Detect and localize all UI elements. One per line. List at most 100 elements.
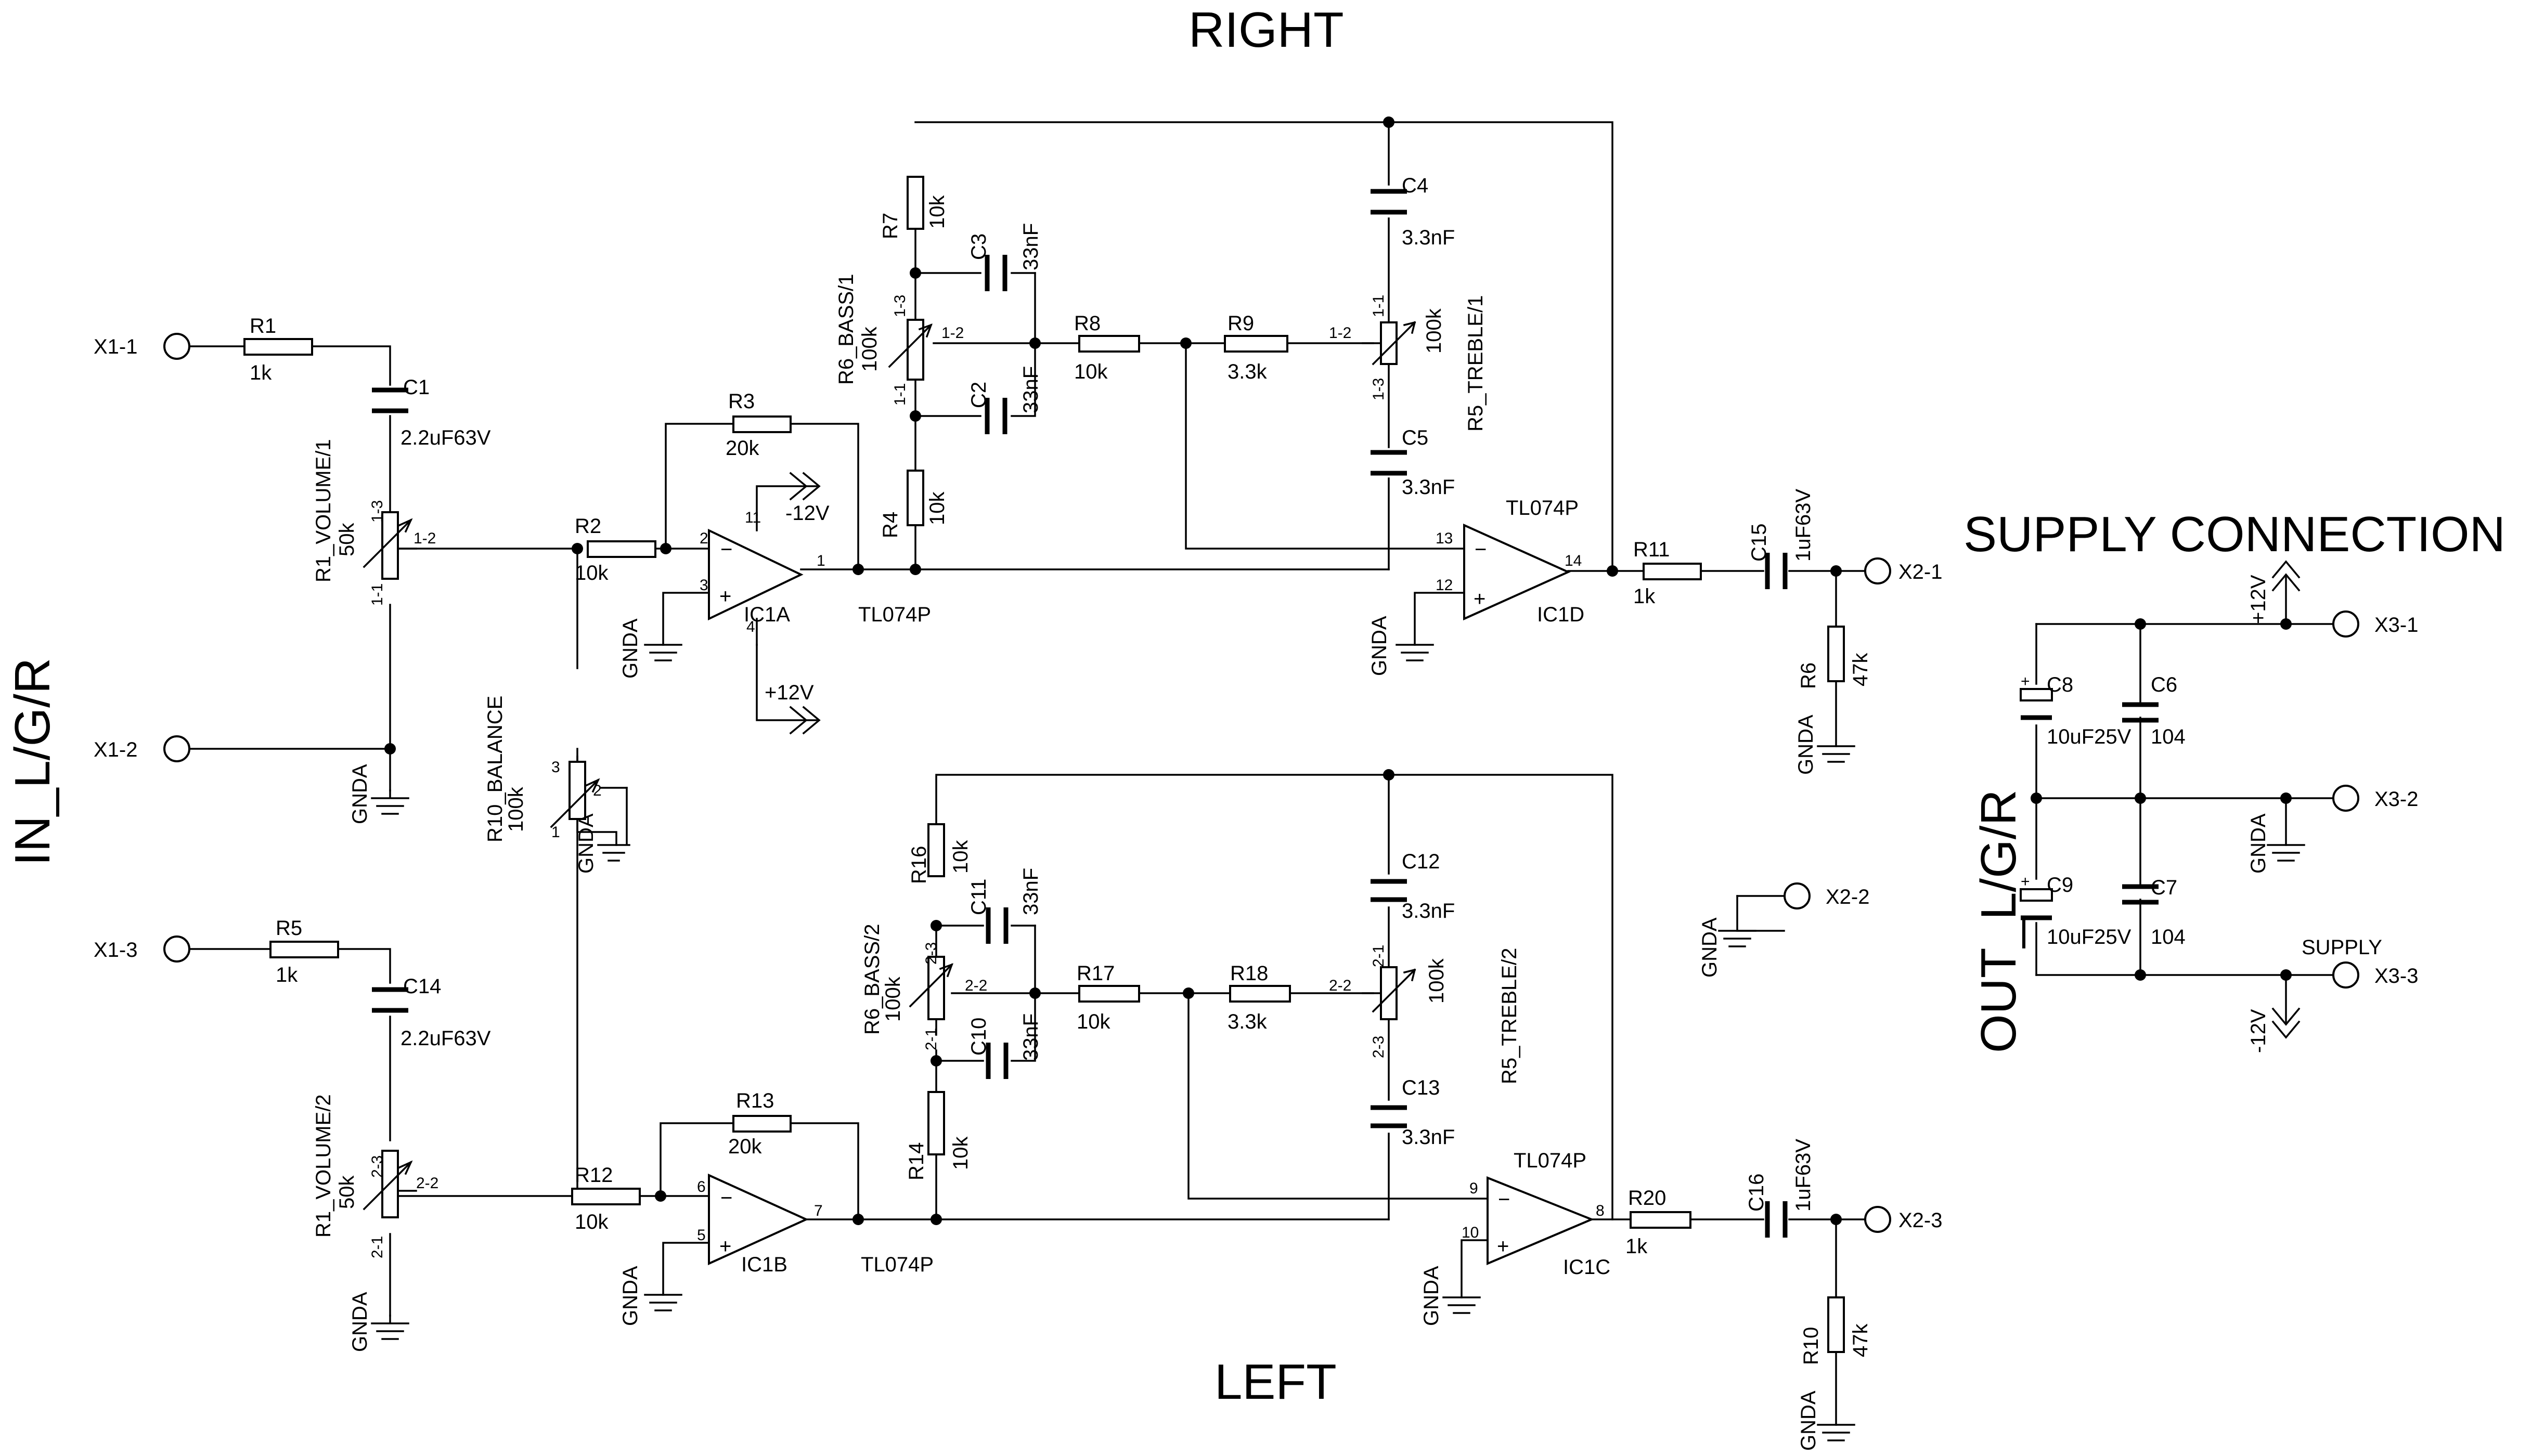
supply-arrow-neg: -12V	[2247, 1007, 2301, 1053]
svg-text:1k: 1k	[250, 361, 272, 384]
svg-text:GNDA: GNDA	[348, 764, 371, 824]
svg-text:2-2: 2-2	[965, 977, 987, 994]
svg-text:C14: C14	[403, 975, 441, 998]
capacitor-c16: C16 1uF63V	[1745, 1139, 1815, 1238]
capacitor-c9: + C9 10uF25V	[2020, 873, 2131, 948]
svg-text:10k: 10k	[926, 491, 949, 525]
svg-text:6: 6	[697, 1178, 706, 1195]
svg-text:R18: R18	[1230, 962, 1268, 985]
svg-text:2-3: 2-3	[369, 1155, 386, 1178]
svg-text:+: +	[719, 1235, 731, 1258]
svg-text:C5: C5	[1402, 426, 1428, 449]
resistor-r11: R11 1k	[1633, 538, 1702, 608]
svg-text:100k: 100k	[858, 326, 881, 372]
svg-text:3.3k: 3.3k	[1228, 360, 1268, 383]
svg-text:R13: R13	[736, 1089, 774, 1112]
svg-text:2: 2	[700, 530, 708, 547]
ground-balance: GNDA	[575, 787, 630, 874]
svg-text:14: 14	[1565, 552, 1582, 569]
svg-text:2: 2	[593, 782, 602, 799]
svg-text:33nF: 33nF	[1019, 1013, 1042, 1061]
svg-text:2-2: 2-2	[1329, 977, 1351, 994]
resistor-r7: R7 10k	[879, 176, 949, 239]
svg-text:GNDA: GNDA	[575, 813, 598, 874]
potentiometer-volume-1: R1_VOLUME/1 50k 1-2 1-3 1-1	[312, 439, 436, 606]
resistor-r16: R16 10k	[908, 823, 972, 884]
connector-x3-2: X3-2	[2332, 785, 2419, 812]
resistor-r10: R10 47k	[1800, 1296, 1872, 1365]
svg-text:IC1D: IC1D	[1537, 603, 1584, 626]
svg-text:1: 1	[551, 824, 560, 841]
svg-text:10k: 10k	[949, 840, 972, 874]
svg-text:1uF63V: 1uF63V	[1792, 489, 1815, 562]
svg-text:GNDA: GNDA	[1794, 714, 1817, 775]
svg-text:1-2: 1-2	[414, 530, 436, 547]
connector-x2-3: X2-3	[1864, 1206, 1943, 1233]
svg-text:10k: 10k	[575, 1211, 609, 1233]
x1-3-label: X1-3	[94, 939, 138, 961]
svg-text:R4: R4	[879, 512, 902, 538]
svg-text:33nF: 33nF	[1019, 223, 1042, 270]
svg-text:-12V: -12V	[2247, 1009, 2270, 1053]
ground-ic1b: GNDA	[619, 1266, 682, 1326]
svg-text:R2: R2	[575, 515, 601, 538]
svg-text:C13: C13	[1402, 1076, 1440, 1099]
connector-x2-1: X2-1	[1864, 557, 1943, 584]
potentiometer-bass-1: R6_BASS/1 100k 1-2 1-3 1-1	[835, 274, 964, 406]
svg-text:C4: C4	[1402, 174, 1428, 197]
supply-arrow-ic1a-neg: -12V	[756, 472, 830, 525]
connector-x3-1: X3-1	[2332, 610, 2419, 638]
ground-r6: GNDA	[1794, 714, 1855, 775]
capacitor-c15: C15 1uF63V	[1748, 489, 1815, 589]
svg-text:C12: C12	[1402, 850, 1440, 873]
svg-text:12: 12	[1436, 577, 1453, 594]
svg-text:47k: 47k	[1849, 1323, 1872, 1357]
potentiometer-bass-2: R6_BASS/2 100k 2-2 2-3 2-1	[861, 924, 987, 1050]
svg-text:20k: 20k	[728, 1135, 762, 1158]
potentiometer-volume-2: R1_VOLUME/2 50k 2-2 2-3 2-1	[312, 1094, 438, 1258]
svg-text:1-3: 1-3	[1370, 378, 1387, 400]
svg-text:R6_BASS/1: R6_BASS/1	[835, 274, 858, 385]
capacitor-c5: C5 3.3nF	[1371, 426, 1455, 499]
svg-text:R9: R9	[1228, 312, 1254, 335]
capacitor-c4: C4 3.3nF	[1371, 174, 1455, 249]
svg-text:−: −	[720, 538, 732, 561]
ground-ic1d: GNDA	[1368, 616, 1434, 676]
svg-text:2-1: 2-1	[1370, 945, 1387, 967]
svg-text:GNDA: GNDA	[619, 618, 642, 679]
opamp-ic1d: − + 13 12 14 IC1D TL074P	[1436, 497, 1584, 626]
title-supply: SUPPLY CONNECTION	[1963, 506, 2505, 562]
title-left: LEFT	[1215, 1354, 1337, 1410]
svg-text:13: 13	[1436, 530, 1453, 547]
svg-text:100k: 100k	[1423, 308, 1445, 354]
ground-ic1a: GNDA	[619, 618, 682, 679]
capacitor-c8: + C8 10uF25V	[2020, 673, 2131, 748]
svg-text:GNDA: GNDA	[1368, 616, 1391, 676]
svg-text:10k: 10k	[575, 562, 609, 584]
svg-text:C1: C1	[403, 376, 430, 399]
opamp-ic1b: − + 6 5 7 IC1B TL074P	[697, 1173, 934, 1276]
svg-text:2.2uF63V: 2.2uF63V	[401, 426, 491, 449]
svg-text:C11: C11	[967, 879, 990, 915]
svg-text:R8: R8	[1074, 312, 1101, 335]
x2-1-label: X2-1	[1898, 561, 1943, 583]
svg-text:3.3nF: 3.3nF	[1402, 226, 1455, 249]
capacitor-c1: C1 2.2uF63V	[372, 376, 491, 449]
svg-text:IC1A: IC1A	[744, 603, 790, 626]
potentiometer-treble-1: R5_TREBLE/1 100k 1-2 1-1 1-3	[1329, 295, 1487, 432]
svg-text:1uF63V: 1uF63V	[1792, 1139, 1815, 1212]
svg-text:1-2: 1-2	[941, 324, 964, 342]
x1-2-label: X1-2	[94, 738, 138, 761]
svg-text:C7: C7	[2151, 876, 2177, 899]
svg-text:2-3: 2-3	[923, 942, 940, 965]
svg-text:R12: R12	[575, 1164, 613, 1187]
svg-text:+: +	[1497, 1235, 1509, 1258]
resistor-r13: R13 20k	[728, 1089, 792, 1158]
svg-text:50k: 50k	[335, 1175, 358, 1209]
svg-text:1-3: 1-3	[892, 295, 909, 317]
connector-x1-1: X1-1	[94, 333, 190, 360]
svg-text:R10: R10	[1800, 1327, 1823, 1365]
svg-text:+12V: +12V	[765, 681, 814, 704]
svg-text:10k: 10k	[949, 1136, 972, 1170]
